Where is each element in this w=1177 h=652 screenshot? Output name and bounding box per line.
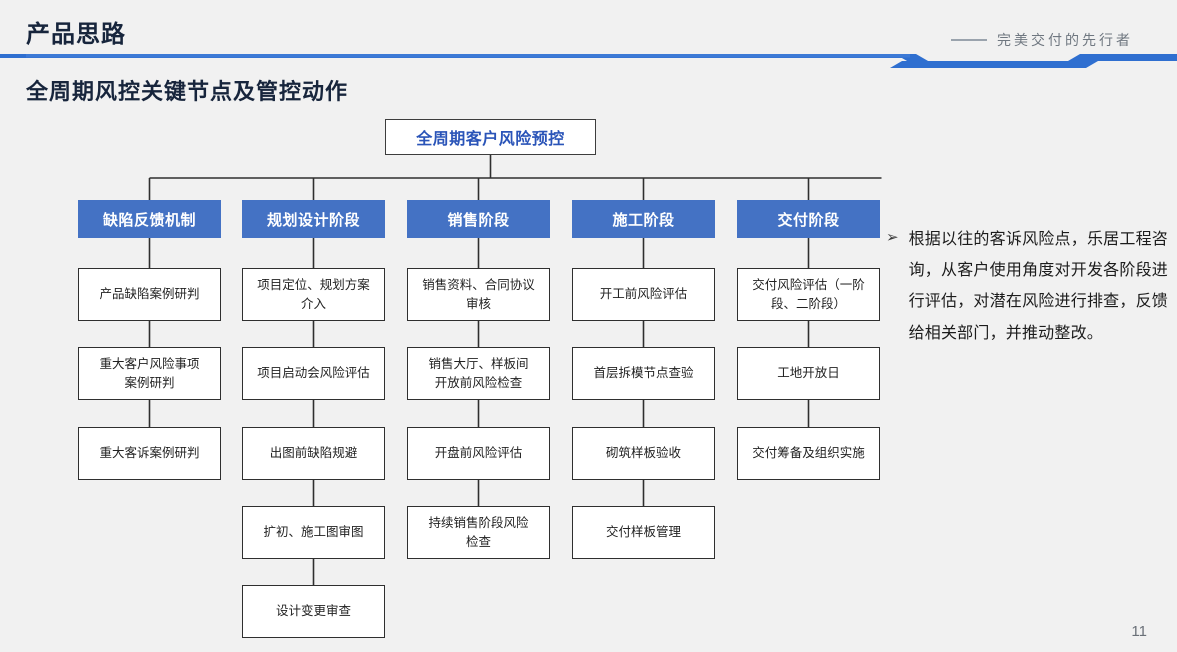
node-line: 交付风险评估（一阶: [752, 278, 865, 293]
node-line: 检查: [465, 534, 491, 549]
node-0-2[interactable]: 重大客诉案例研判: [78, 427, 221, 480]
node-3-3[interactable]: 交付样板管理: [572, 506, 715, 559]
node-line: 销售大厅、样板间: [428, 357, 529, 372]
node-0-0[interactable]: 产品缺陷案例研判: [78, 268, 221, 321]
node-2-0[interactable]: 销售资料、合同协议 审核: [407, 268, 550, 321]
node-1-1[interactable]: 项目启动会风险评估: [242, 347, 385, 400]
node-line: 出图前缺陷规避: [269, 446, 358, 461]
node-3-1[interactable]: 首层拆模节点查验: [572, 347, 715, 400]
node-2-2[interactable]: 开盘前风险评估: [407, 427, 550, 480]
brand-tagline: 完美交付的先行者: [951, 30, 1133, 50]
column-header-1[interactable]: 规划设计阶段: [242, 200, 385, 238]
arrow-bullet-icon: ➢: [886, 229, 899, 246]
node-line: 交付样板管理: [605, 525, 681, 540]
node-line: 审核: [465, 296, 491, 311]
node-line: 扩初、施工图审图: [263, 525, 364, 540]
node-line: 项目定位、规划方案: [257, 278, 370, 293]
tagline-text: 完美交付的先行者: [997, 32, 1133, 48]
page-number: 11: [1131, 623, 1147, 640]
column-construction: 施工阶段 开工前风险评估 首层拆模节点查验 砌筑样板验收 交付样板管理: [572, 200, 715, 559]
node-line: 段、二阶段）: [770, 296, 846, 311]
side-note: ➢ 根据以往的客诉风险点，乐居工程咨询，从客户使用角度对开发各阶段进行评估，对潜…: [886, 224, 1168, 349]
node-0-1[interactable]: 重大客户风险事项 案例研判: [78, 347, 221, 400]
column-delivery: 交付阶段 交付风险评估（一阶 段、二阶段） 工地开放日 交付筹备及组织实施: [737, 200, 880, 480]
column-header-4[interactable]: 交付阶段: [737, 200, 880, 238]
node-line: 工地开放日: [777, 366, 840, 381]
column-header-3[interactable]: 施工阶段: [572, 200, 715, 238]
node-line: 介入: [300, 296, 326, 311]
column-planning-design: 规划设计阶段 项目定位、规划方案 介入 项目启动会风险评估 出图前缺陷规避 扩初…: [242, 200, 385, 638]
node-line: 项目启动会风险评估: [257, 366, 370, 381]
node-line: 产品缺陷案例研判: [99, 287, 200, 302]
node-1-3[interactable]: 扩初、施工图审图: [242, 506, 385, 559]
node-3-0[interactable]: 开工前风险评估: [572, 268, 715, 321]
node-line: 开盘前风险评估: [434, 446, 523, 461]
tagline-rule-icon: [951, 39, 987, 41]
node-1-0[interactable]: 项目定位、规划方案 介入: [242, 268, 385, 321]
node-1-4[interactable]: 设计变更审查: [242, 585, 385, 638]
node-2-3[interactable]: 持续销售阶段风险 检查: [407, 506, 550, 559]
node-line: 持续销售阶段风险: [428, 516, 529, 531]
column-defect-feedback: 缺陷反馈机制 产品缺陷案例研判 重大客户风险事项 案例研判 重大客诉案例研判: [78, 200, 221, 480]
column-header-0[interactable]: 缺陷反馈机制: [78, 200, 221, 238]
node-line: 销售资料、合同协议: [422, 278, 535, 293]
node-line: 重大客户风险事项: [99, 357, 200, 372]
node-3-2[interactable]: 砌筑样板验收: [572, 427, 715, 480]
node-line: 交付筹备及组织实施: [752, 446, 865, 461]
root-node[interactable]: 全周期客户风险预控: [385, 119, 596, 155]
node-line: 重大客诉案例研判: [99, 446, 200, 461]
section-title: 全周期风控关键节点及管控动作: [26, 79, 349, 104]
header-divider: [0, 52, 1177, 68]
node-line: 案例研判: [124, 375, 175, 390]
page-kicker: 产品思路: [26, 21, 126, 48]
node-4-2[interactable]: 交付筹备及组织实施: [737, 427, 880, 480]
node-2-1[interactable]: 销售大厅、样板间 开放前风险检查: [407, 347, 550, 400]
node-4-0[interactable]: 交付风险评估（一阶 段、二阶段）: [737, 268, 880, 321]
column-header-2[interactable]: 销售阶段: [407, 200, 550, 238]
column-sales: 销售阶段 销售资料、合同协议 审核 销售大厅、样板间 开放前风险检查 开盘前风险…: [407, 200, 550, 559]
node-4-1[interactable]: 工地开放日: [737, 347, 880, 400]
node-line: 设计变更审查: [275, 604, 351, 619]
node-line: 开工前风险评估: [599, 287, 688, 302]
node-line: 砌筑样板验收: [605, 446, 681, 461]
node-1-2[interactable]: 出图前缺陷规避: [242, 427, 385, 480]
node-line: 首层拆模节点查验: [593, 366, 694, 381]
node-line: 开放前风险检查: [434, 375, 523, 390]
side-note-text: 根据以往的客诉风险点，乐居工程咨询，从客户使用角度对开发各阶段进行评估，对潜在风…: [908, 231, 1168, 342]
